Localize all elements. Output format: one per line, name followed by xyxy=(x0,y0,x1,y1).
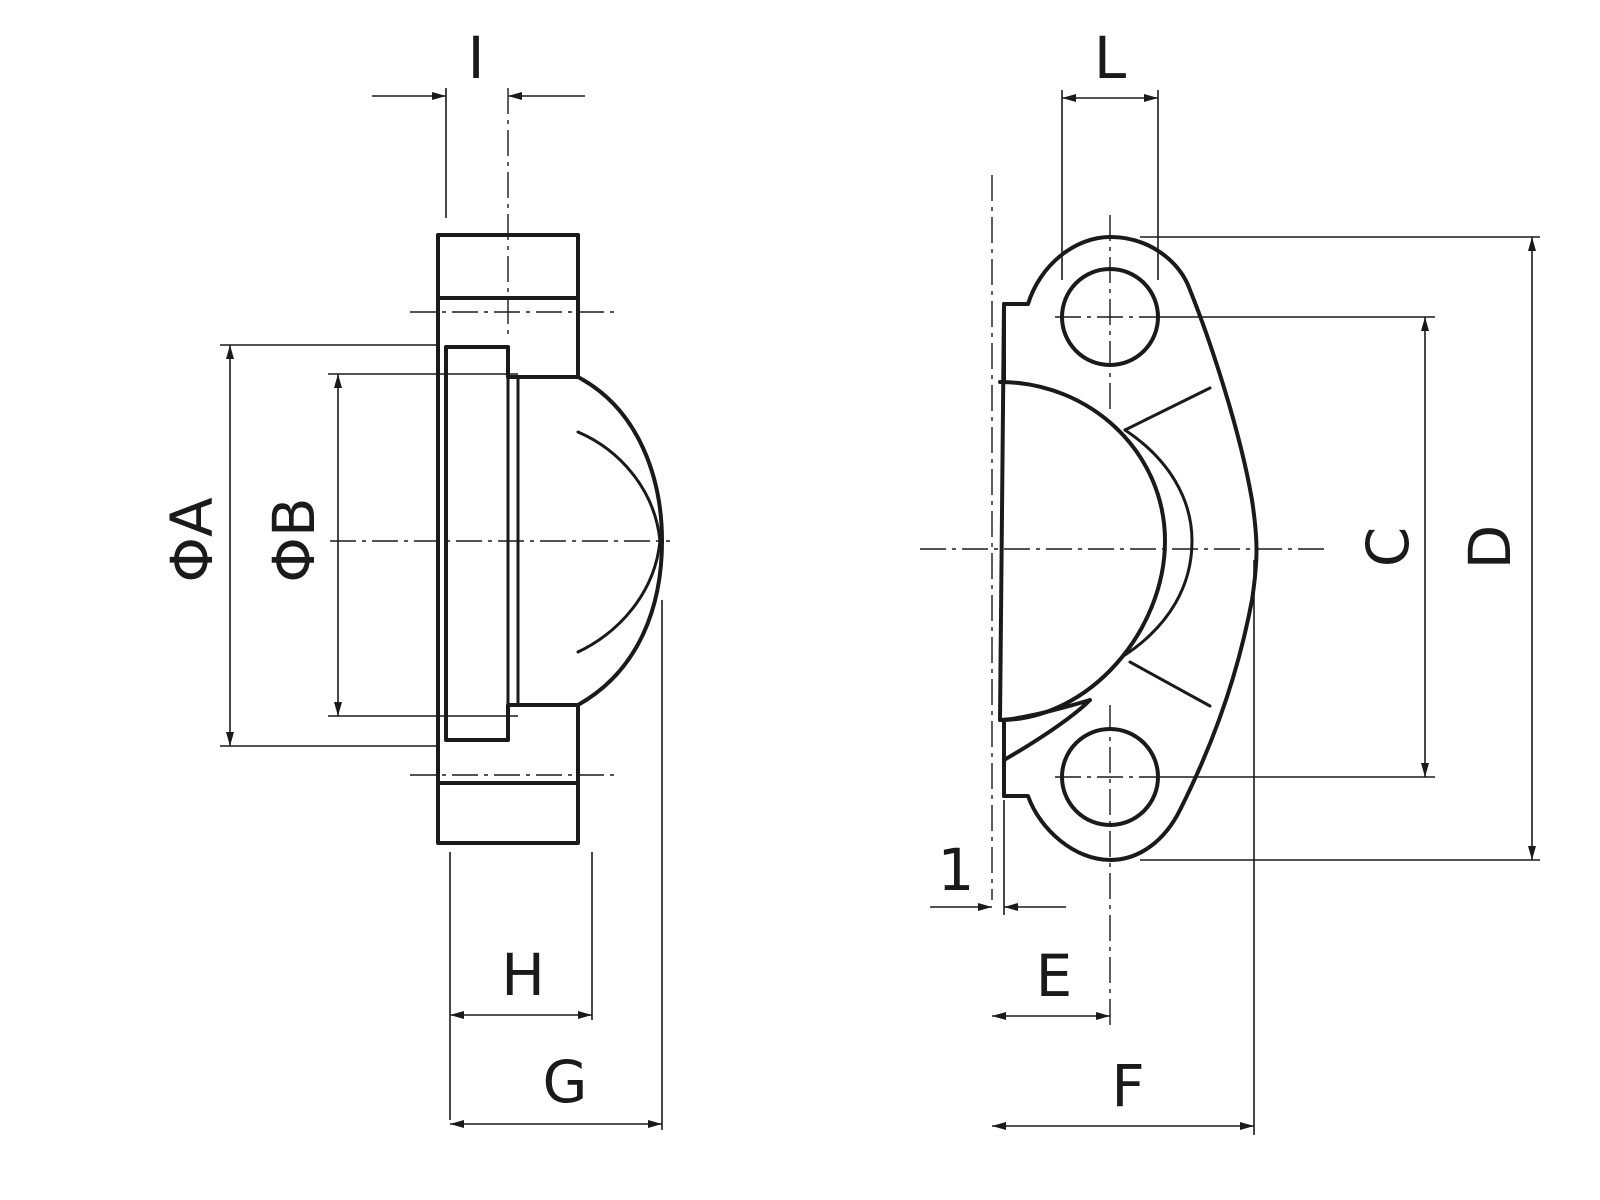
label-D: D xyxy=(1456,525,1524,570)
web-bottom xyxy=(1128,660,1212,708)
saddle-inner xyxy=(1123,428,1194,657)
label-C: C xyxy=(1354,527,1422,568)
label-F: F xyxy=(1111,1052,1144,1120)
label-G: G xyxy=(543,1048,588,1116)
clamp-outline xyxy=(998,235,1259,862)
saddle-outer xyxy=(998,380,1167,722)
web-top xyxy=(1123,386,1212,432)
label-L: L xyxy=(1094,24,1126,92)
side-view: I ΦA ΦB H G xyxy=(158,24,670,1130)
inner-shoulder xyxy=(444,345,580,742)
label-I: I xyxy=(467,24,484,92)
bottom-lug xyxy=(436,781,580,845)
label-E: E xyxy=(1036,942,1073,1010)
label-1: 1 xyxy=(938,836,975,904)
label-phi-B: ΦB xyxy=(260,497,328,582)
label-H: H xyxy=(501,941,545,1009)
hub-dome-outer xyxy=(576,375,664,707)
front-view: L C D 1 E F xyxy=(920,24,1540,1135)
label-phi-A: ΦA xyxy=(158,497,226,583)
